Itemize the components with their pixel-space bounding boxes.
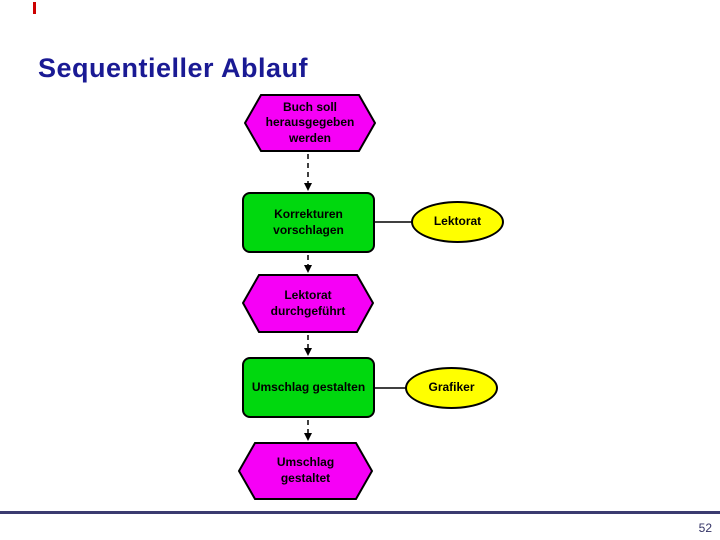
event-node-umschlag-gestaltet: Umschlag gestaltet [238, 442, 373, 500]
hexagon-shape [242, 274, 374, 333]
event-label: Buch soll herausgegeben werden [265, 99, 355, 145]
event-node-buch-soll-herausgegeben: Buch soll herausgegeben werden [244, 94, 376, 152]
function-node-korrekturen-vorschlagen: Korrekturen vorschlagen [242, 192, 375, 253]
event-label: Lektorat durchgeführt [270, 287, 346, 318]
footer-divider-line [0, 511, 720, 514]
slide-title: Sequentieller Ablauf [38, 53, 309, 83]
resource-node-lektorat: Lektorat [411, 201, 504, 243]
resource-node-grafiker: Grafiker [405, 367, 498, 409]
red-tick-mark [33, 2, 36, 14]
resource-label: Lektorat [433, 214, 482, 229]
function-label: Umschlag gestalten [251, 379, 366, 394]
function-label: Korrekturen vorschlagen [273, 206, 344, 237]
event-label: Umschlag gestaltet [276, 455, 335, 485]
arrowhead-icon [304, 433, 312, 441]
arrowhead-icon [304, 183, 312, 191]
resource-label: Grafiker [428, 380, 475, 395]
arrowhead-icon [304, 265, 312, 273]
event-node-lektorat-durchgefuehrt: Lektorat durchgeführt [242, 274, 374, 333]
page-number: 52 [698, 521, 712, 535]
function-node-umschlag-gestalten: Umschlag gestalten [242, 357, 375, 418]
hexagon-shape [244, 94, 376, 152]
hexagon-shape [238, 442, 373, 500]
arrowhead-icon [304, 348, 312, 356]
